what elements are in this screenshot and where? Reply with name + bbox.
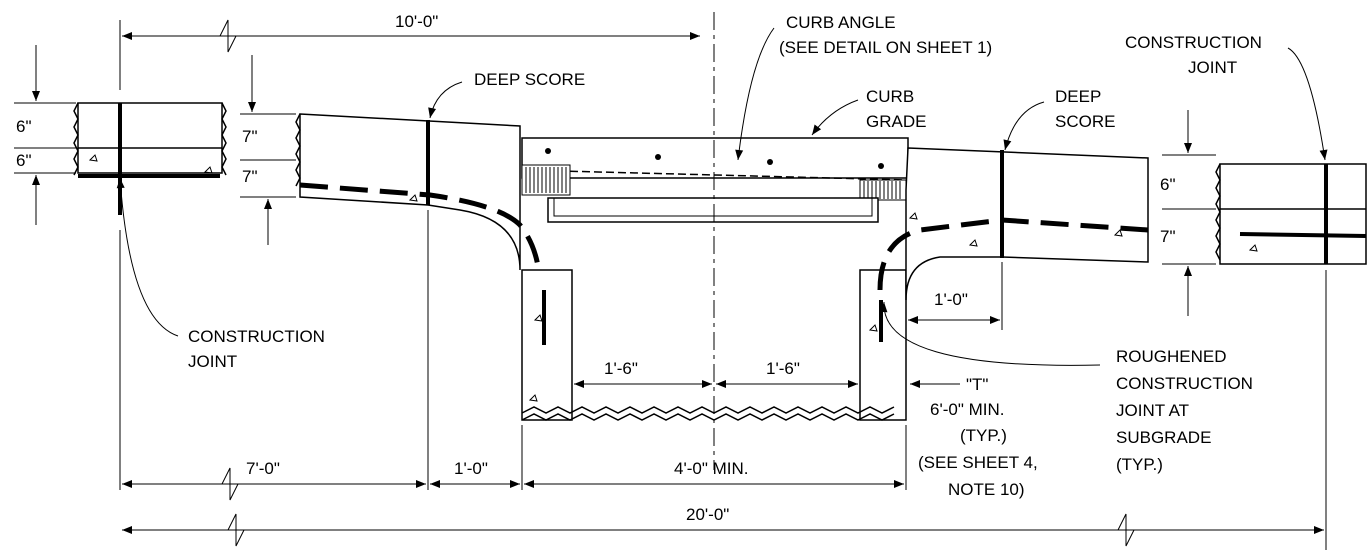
box-culvert [521,269,907,421]
curb-grade-1: CURB [866,87,914,106]
t-label: "T" [966,375,988,394]
construction-joint-top-1: CONSTRUCTION [1125,33,1262,52]
dim-6in-left: 6" [16,117,32,136]
dim-4ft-min: 4'-0" MIN. [674,459,748,478]
left-deck [295,113,543,291]
curb-grade-2: GRADE [866,112,926,131]
aggregate-texture [88,154,1258,402]
roughened-4: SUBGRADE [1116,428,1211,447]
dim-6in-right: 6" [1160,175,1176,194]
right-deck [877,147,1149,301]
construction-joint-bottom-1: CONSTRUCTION [188,327,325,346]
roughened-2: CONSTRUCTION [1116,374,1253,393]
right-slab [1215,163,1367,265]
dim-7ft: 7'-0" [246,459,280,478]
dim-top-10ft: 10'-0" [395,12,438,31]
dimensions [14,19,1327,550]
roughened-5: (TYP.) [1116,455,1163,474]
deep-score-right-1: DEEP [1055,87,1101,106]
dim-1ft-right: 1'-0" [934,290,968,309]
dim-1ft-bottom: 1'-0" [454,459,488,478]
curb-angle-label-1: CURB ANGLE [786,13,896,32]
t-typ: (TYP.) [960,426,1007,445]
labels: 10'-0" CURB ANGLE (SEE DETAIL ON SHEET 1… [16,12,1262,524]
dim-1-6-left: 1'-6" [604,359,638,378]
dim-7in-left-b: 7" [242,167,258,186]
dim-1-6-right: 1'-6" [766,359,800,378]
dim-7in-right: 7" [1160,227,1176,246]
see-sheet-2: NOTE 10) [948,480,1025,499]
t-min: 6'-0" MIN. [930,400,1004,419]
left-slab [73,102,227,215]
dim-7in-left: 7" [242,127,258,146]
dim-6in-left-b: 6" [16,151,32,170]
construction-joint-bottom-2: JOINT [188,352,237,371]
curb-angle-label-2: (SEE DETAIL ON SHEET 1) [779,38,992,57]
see-sheet-1: (SEE SHEET 4, [918,453,1038,472]
curb-angle [521,137,909,223]
deep-score-left: DEEP SCORE [474,70,585,89]
deep-score-right-2: SCORE [1055,112,1115,131]
leaders [116,27,1328,366]
roughened-1: ROUGHENED [1116,347,1227,366]
dim-20ft: 20'-0" [686,505,729,524]
construction-joint-top-2: JOINT [1188,58,1237,77]
roughened-3: JOINT AT [1116,401,1189,420]
